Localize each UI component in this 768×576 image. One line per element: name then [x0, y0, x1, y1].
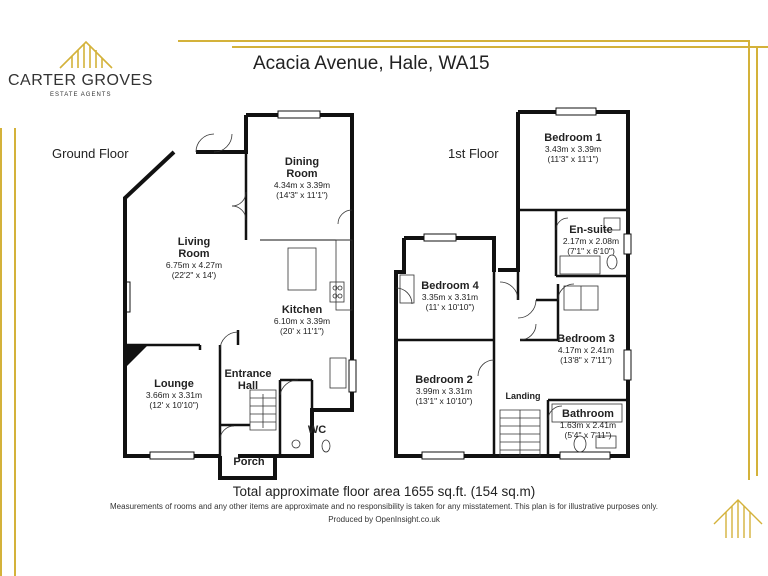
room-label-wc: WC: [302, 424, 332, 436]
frame-top-inner-line: [232, 46, 768, 48]
ground-floor-label: Ground Floor: [52, 146, 129, 161]
room-name: Porch: [233, 456, 265, 468]
room-label-bedroom-3: Bedroom 3 4.17m x 2.41m (13'8" x 7'11"): [546, 333, 626, 365]
room-dims-metric: 6.10m x 3.39m: [273, 316, 331, 326]
room-name: En-suite: [569, 224, 613, 236]
room-label-bathroom: Bathroom 1.63m x 2.41m (5'4" x 7'11"): [550, 408, 626, 440]
room-dims-imperial: (13'8" x 7'11"): [560, 355, 612, 365]
room-label-en-suite: En-suite 2.17m x 2.08m (7'1" x 6'10"): [556, 224, 626, 256]
room-dims-imperial: (12' x 10'10"): [149, 400, 199, 410]
room-name: Bedroom 1: [544, 132, 602, 144]
room-name: Bathroom: [562, 408, 614, 420]
total-floor-area: Total approximate floor area 1655 sq.ft.…: [232, 484, 536, 499]
room-name: Lounge: [154, 378, 194, 390]
room-dims-imperial: (7'1" x 6'10"): [567, 246, 615, 256]
house-logo-small-icon: [713, 499, 763, 538]
room-dims-imperial: (20' x 11'1"): [280, 326, 324, 336]
room-name: Entrance Hall: [224, 368, 272, 392]
brand-tagline: ESTATE AGENTS: [50, 92, 112, 98]
brand-name: CARTER GROVES: [8, 72, 153, 89]
room-label-porch: Porch: [226, 456, 272, 468]
frame-top-line: [178, 40, 750, 42]
first-floor-label: 1st Floor: [448, 146, 499, 161]
room-name: Bedroom 3: [557, 333, 615, 345]
room-dims-metric: 3.43m x 3.39m: [544, 144, 602, 154]
room-dims-imperial: (5'4" x 7'11"): [564, 430, 612, 440]
frame-left-line: [0, 128, 2, 576]
frame-left-inner-line: [14, 128, 16, 576]
lounge-chimney-breast: [125, 345, 148, 368]
room-name: WC: [307, 424, 327, 436]
room-label-lounge: Lounge 3.66m x 3.31m (12' x 10'10"): [134, 378, 214, 410]
room-dims-metric: 4.17m x 2.41m: [557, 345, 615, 355]
room-name: Landing: [505, 391, 541, 401]
room-label-landing: Landing: [498, 390, 548, 402]
room-dims-metric: 2.17m x 2.08m: [562, 236, 620, 246]
room-name: Kitchen: [281, 304, 323, 316]
room-dims-metric: 1.63m x 2.41m: [559, 420, 617, 430]
disclaimer-text: Measurements of rooms and any other item…: [110, 502, 658, 511]
room-dims-imperial: (11'3" x 11'1"): [547, 154, 599, 164]
producer-credit: Produced by OpenInsight.co.uk: [328, 515, 440, 524]
room-dims-metric: 6.75m x 4.27m: [165, 260, 223, 270]
room-label-bedroom-4: Bedroom 4 3.35m x 3.31m (11' x 10'10"): [410, 280, 490, 312]
room-dims-metric: 3.66m x 3.31m: [145, 390, 203, 400]
room-name: Bedroom 2: [415, 374, 473, 386]
room-dims-imperial: (14'3" x 11'1"): [276, 190, 328, 200]
room-dims-metric: 3.99m x 3.31m: [415, 386, 473, 396]
room-label-bedroom-1: Bedroom 1 3.43m x 3.39m (11'3" x 11'1"): [528, 132, 618, 164]
room-dims-imperial: (11' x 10'10"): [425, 302, 475, 312]
room-label-kitchen: Kitchen 6.10m x 3.39m (20' x 11'1"): [262, 304, 342, 336]
room-dims-imperial: (13'1" x 10'10"): [415, 396, 473, 406]
room-dims-imperial: (22'2" x 14'): [171, 270, 217, 280]
room-name: Bedroom 4: [421, 280, 479, 292]
room-name: Dining Room: [284, 156, 320, 180]
room-name: Living Room: [177, 236, 211, 260]
room-dims-metric: 3.35m x 3.31m: [421, 292, 479, 302]
house-logo-icon: [59, 40, 113, 69]
room-dims-metric: 4.34m x 3.39m: [273, 180, 331, 190]
room-label-living-room: Living Room 6.75m x 4.27m (22'2" x 14'): [154, 236, 234, 280]
room-label-entrance-hall: Entrance Hall: [218, 368, 278, 392]
property-address-title: Acacia Avenue, Hale, WA15: [253, 53, 490, 74]
room-label-dining-room: Dining Room 4.34m x 3.39m (14'3" x 11'1"…: [262, 156, 342, 200]
frame-right-line: [748, 40, 750, 480]
room-label-bedroom-2: Bedroom 2 3.99m x 3.31m (13'1" x 10'10"): [402, 374, 486, 406]
frame-right-inner-line: [756, 46, 758, 476]
